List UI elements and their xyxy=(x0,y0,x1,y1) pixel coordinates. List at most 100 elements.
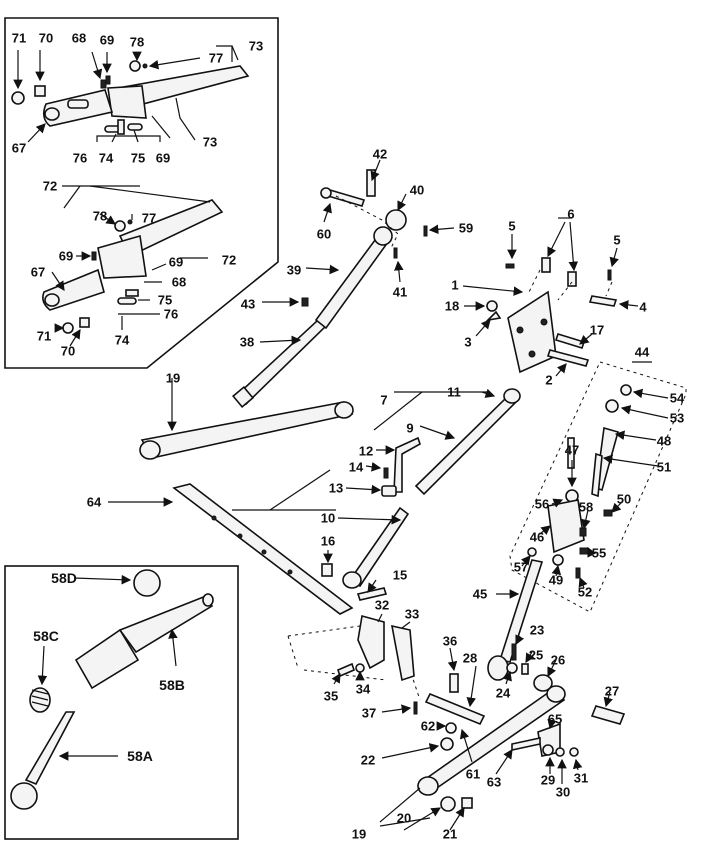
callout-15: 15 xyxy=(392,567,408,583)
pin-25 xyxy=(521,663,529,675)
link-74-top xyxy=(117,119,125,135)
callout-51: 51 xyxy=(656,459,672,475)
pin-14 xyxy=(383,467,389,479)
pin-75-lower xyxy=(125,289,139,297)
callout-68: 68 xyxy=(71,30,87,46)
callout-65: 65 xyxy=(547,711,563,727)
callout-16: 16 xyxy=(320,533,336,549)
callout-2: 2 xyxy=(545,372,553,388)
link-64 xyxy=(172,483,354,615)
callout-77: 77 xyxy=(208,50,224,66)
callout-23: 23 xyxy=(529,622,545,638)
callout-34: 34 xyxy=(355,681,371,697)
spring-58C xyxy=(29,687,51,713)
nut-49 xyxy=(552,554,564,566)
leaders-lever xyxy=(37,574,178,761)
nut-50 xyxy=(603,509,613,517)
ring-54 xyxy=(620,384,632,396)
handle-58B xyxy=(74,593,214,690)
callout-48: 48 xyxy=(656,433,672,449)
callout-58: 58 xyxy=(578,499,594,515)
knob-58D xyxy=(133,569,161,597)
clip-6b xyxy=(567,271,577,287)
pin-47 xyxy=(567,437,575,469)
callout-24: 24 xyxy=(495,685,511,701)
callout-37: 37 xyxy=(361,705,377,721)
callout-71: 71 xyxy=(11,30,27,46)
callout-61: 61 xyxy=(465,766,481,782)
pin-75-top xyxy=(127,123,143,131)
leaders-leveling xyxy=(496,361,669,599)
callout-58C: 58C xyxy=(33,628,59,644)
callout-22: 22 xyxy=(360,752,376,768)
ring-53 xyxy=(605,399,619,413)
pin-2 xyxy=(546,349,590,367)
callout-54: 54 xyxy=(669,390,685,406)
callout-4: 4 xyxy=(639,299,647,315)
callout-39: 39 xyxy=(286,262,302,278)
callout-68: 68 xyxy=(171,274,187,290)
callout-72: 72 xyxy=(42,178,58,194)
callout-27: 27 xyxy=(604,683,620,699)
pin-68-top xyxy=(100,79,107,89)
nut-16 xyxy=(321,563,333,577)
callout-75: 75 xyxy=(157,292,173,308)
leaders-lower-right xyxy=(331,613,613,831)
leaders-center xyxy=(108,378,496,593)
pin-36 xyxy=(449,673,459,693)
lift-link-assembly xyxy=(342,388,521,589)
callout-3: 3 xyxy=(464,334,472,350)
pin-52 xyxy=(575,567,581,579)
washer-77-top xyxy=(142,63,148,69)
bushing-70-top xyxy=(34,85,46,97)
callout-71: 71 xyxy=(36,328,52,344)
upper-link-73 xyxy=(42,65,250,127)
nut-78-top xyxy=(129,60,141,72)
callout-59: 59 xyxy=(458,220,474,236)
pin-42 xyxy=(366,169,376,197)
pin-59 xyxy=(423,225,428,237)
callout-7: 7 xyxy=(380,392,388,408)
plate-40 xyxy=(385,209,407,231)
callout-12: 12 xyxy=(358,443,374,459)
leaders-bracket xyxy=(462,217,639,377)
housing-46 xyxy=(547,499,585,554)
callout-21: 21 xyxy=(442,826,458,842)
washer-34 xyxy=(355,663,365,673)
callout-69: 69 xyxy=(168,254,184,270)
inset-frame-lever xyxy=(4,565,239,840)
callout-41: 41 xyxy=(392,284,408,300)
callout-6: 6 xyxy=(567,206,575,222)
nut-55 xyxy=(579,547,589,555)
callout-36: 36 xyxy=(442,633,458,649)
bushing-21 xyxy=(461,797,473,809)
callout-69: 69 xyxy=(155,150,171,166)
lower-link-72 xyxy=(42,199,224,311)
callout-73: 73 xyxy=(202,134,218,150)
callout-69: 69 xyxy=(58,248,74,264)
callout-77: 77 xyxy=(141,210,157,226)
inset-frame-upper-links xyxy=(4,17,279,369)
callout-26: 26 xyxy=(550,652,566,668)
subassembly-frame-44 xyxy=(509,361,687,613)
callout-29: 29 xyxy=(540,772,556,788)
callout-40: 40 xyxy=(409,182,425,198)
callout-56: 56 xyxy=(534,496,550,512)
callout-76: 76 xyxy=(163,306,179,322)
clip-18 xyxy=(486,300,498,312)
callout-1: 1 xyxy=(451,277,459,293)
callout-64: 64 xyxy=(86,494,102,510)
lower-link-19 xyxy=(139,401,354,460)
callout-57: 57 xyxy=(513,559,529,575)
callout-9: 9 xyxy=(406,420,414,436)
callout-19: 19 xyxy=(165,370,181,386)
nut-24 xyxy=(506,662,518,674)
callout-10: 10 xyxy=(320,510,336,526)
callout-32: 32 xyxy=(374,597,390,613)
callout-58A: 58A xyxy=(127,748,153,764)
callout-53: 53 xyxy=(669,410,685,426)
callout-55: 55 xyxy=(591,545,607,561)
callout-38: 38 xyxy=(239,334,255,350)
